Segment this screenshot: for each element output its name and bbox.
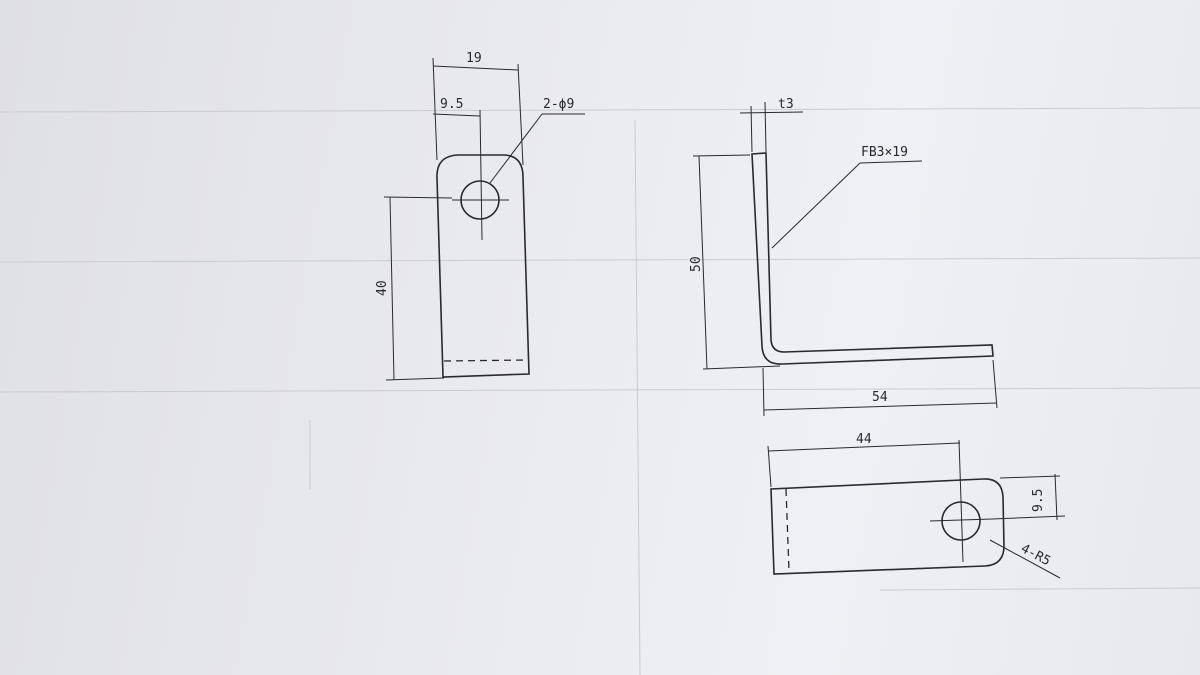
front-width-dim-label: 19 bbox=[466, 51, 482, 66]
front-height-extension-top bbox=[383, 196, 453, 199]
side-thickness-dimension-line bbox=[739, 111, 804, 114]
top-distance-dimension-line bbox=[767, 442, 961, 452]
front-width-extension-right bbox=[517, 63, 524, 166]
side-height-dimension-line bbox=[698, 155, 708, 370]
top-view-hole-centerline-v bbox=[958, 439, 964, 563]
top-offset-dimension-line bbox=[1054, 473, 1058, 521]
front-view-bend-hidden-line bbox=[443, 359, 529, 362]
top-offset-extension-top bbox=[999, 475, 1061, 479]
front-offset-dimension-line bbox=[432, 113, 481, 117]
top-offset-extension-bottom bbox=[991, 515, 1066, 520]
front-hole-callout: 2-ϕ9 bbox=[543, 97, 574, 112]
side-material-callout: FB3×19 bbox=[861, 145, 908, 160]
side-length-dim-label: 54 bbox=[872, 390, 888, 405]
front-hole-leader bbox=[489, 113, 543, 184]
side-thickness-extension-right bbox=[764, 101, 767, 153]
front-width-extension-left bbox=[432, 57, 438, 161]
side-height-extension-bottom bbox=[702, 365, 781, 370]
front-view: 19 9.5 2-ϕ9 40 bbox=[375, 51, 585, 381]
side-material-leader bbox=[771, 162, 861, 249]
front-height-dim-label: 40 bbox=[375, 280, 390, 296]
side-height-extension-top bbox=[692, 154, 751, 157]
background-ghost-lines bbox=[0, 107, 1200, 675]
top-view-hole-centerline-h bbox=[929, 518, 993, 522]
side-material-leader-shoulder bbox=[859, 160, 923, 164]
top-distance-dim-label: 44 bbox=[856, 432, 872, 447]
top-view: 44 9.5 4-R5 bbox=[767, 432, 1066, 579]
side-height-dim-label: 50 bbox=[689, 256, 704, 272]
front-width-dimension-line bbox=[432, 65, 519, 71]
top-view-bend-hidden-line bbox=[785, 488, 790, 572]
side-thickness-dim-label: t3 bbox=[778, 97, 794, 112]
top-view-outline bbox=[770, 478, 1005, 575]
front-height-extension-bottom bbox=[385, 377, 445, 381]
top-radius-leader bbox=[989, 539, 1061, 579]
side-view-profile bbox=[751, 152, 994, 365]
top-distance-extension-left bbox=[767, 445, 772, 488]
top-offset-dim-label: 9.5 bbox=[1031, 489, 1046, 512]
side-length-extension-left bbox=[762, 367, 765, 417]
front-view-outline bbox=[436, 154, 530, 378]
side-length-dimension-line bbox=[763, 402, 998, 411]
side-length-extension-right bbox=[992, 359, 998, 409]
side-thickness-extension-left bbox=[750, 105, 753, 153]
front-view-hole-centerline-v bbox=[479, 109, 483, 241]
side-view: t3 FB3×19 50 54 bbox=[689, 97, 998, 417]
front-offset-dim-label: 9.5 bbox=[440, 97, 463, 112]
front-height-dimension-line bbox=[389, 196, 395, 381]
